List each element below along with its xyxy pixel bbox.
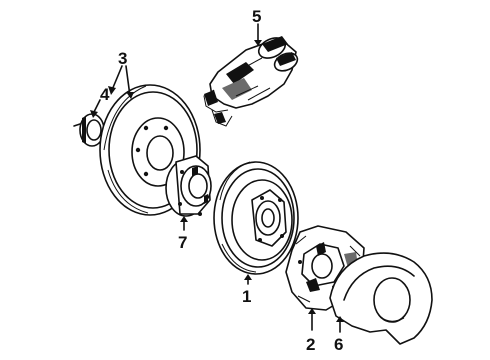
grease-seal (73, 113, 105, 147)
dust-shield (329, 252, 433, 345)
brake-rotor (99, 84, 201, 216)
brake-drum (213, 161, 299, 275)
callout-6: 6 (334, 335, 343, 354)
brake-caliper (203, 36, 299, 127)
callout-7: 7 (178, 233, 187, 252)
callout-4: 4 (100, 85, 110, 104)
wheel-hub (165, 155, 212, 217)
callout-3: 3 (118, 49, 127, 68)
callout-5: 5 (252, 7, 261, 26)
leader-lines (90, 23, 344, 333)
callout-2: 2 (306, 335, 315, 354)
callout-1: 1 (242, 287, 251, 306)
